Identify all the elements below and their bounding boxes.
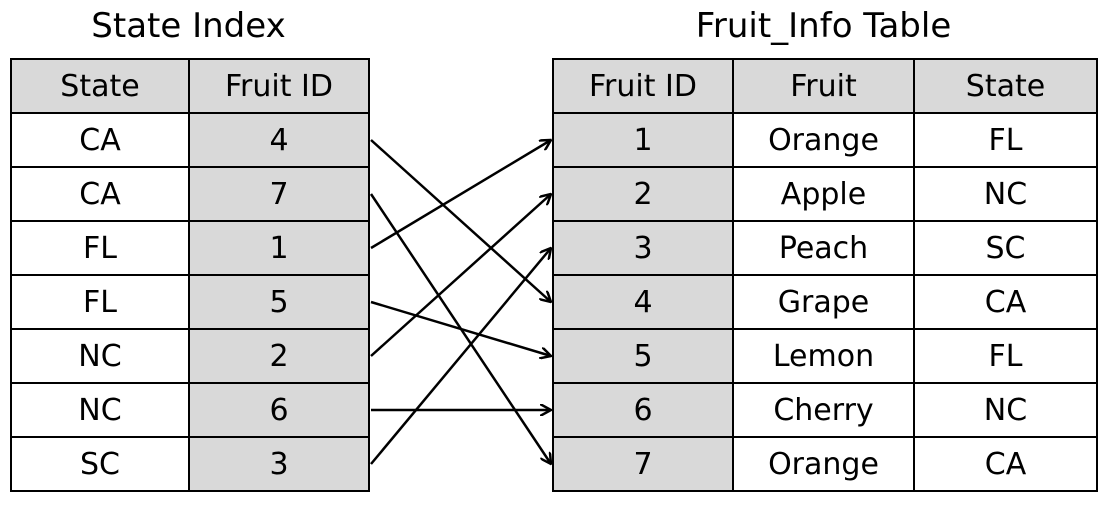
fruit-info-row: 7 Orange CA [552,436,1098,492]
state-index-row: FL 1 [10,220,370,276]
state-cell: CA [913,436,1098,492]
fruit-cell: Grape [732,274,915,330]
fruit-cell: Cherry [732,382,915,438]
fruit-id-cell: 2 [188,328,370,384]
pointer-arrow [369,193,551,464]
fruit-cell: Peach [732,220,915,276]
fruit-info-table: Fruit ID Fruit State 1 Orange FL 2 Apple… [552,58,1098,492]
fruit-id-cell: 1 [552,112,734,168]
pointer-arrow [370,300,551,356]
state-index-row: NC 2 [10,328,370,384]
fruit-cell: Lemon [732,328,915,384]
state-column-header: State [913,58,1098,114]
state-cell: NC [913,382,1098,438]
fruit-id-cell: 7 [552,436,734,492]
fruit-info-row: 6 Cherry NC [552,382,1098,438]
fruit-id-cell: 5 [552,328,734,384]
fruit-id-column-header: Fruit ID [188,58,370,114]
fruit-id-cell: 6 [552,382,734,438]
state-cell: FL [10,274,190,330]
fruit-id-cell: 7 [188,166,370,222]
fruit-id-column-header: Fruit ID [552,58,734,114]
fruit-cell: Orange [732,436,915,492]
fruit-info-header-row: Fruit ID Fruit State [552,58,1098,114]
state-cell: FL [913,112,1098,168]
fruit-id-cell: 1 [188,220,370,276]
fruit-cell: Apple [732,166,915,222]
fruit-id-cell: 3 [188,436,370,492]
state-cell: NC [10,382,190,438]
state-index-table: State Fruit ID CA 4 CA 7 FL 1 FL 5 NC 2 … [10,58,370,492]
pointer-arrow [370,194,551,357]
fruit-info-row: 1 Orange FL [552,112,1098,168]
state-cell: FL [10,220,190,276]
fruit-id-cell: 2 [552,166,734,222]
state-cell: CA [913,274,1098,330]
state-index-caption: State Index [91,6,286,46]
state-cell: NC [913,166,1098,222]
state-index-header-row: State Fruit ID [10,58,370,114]
fruit-info-caption: Fruit_Info Table [695,6,952,46]
state-cell: FL [913,328,1098,384]
fruit-info-row: 3 Peach SC [552,220,1098,276]
state-index-row: SC 3 [10,436,370,492]
state-index-row: CA 7 [10,166,370,222]
fruit-info-row: 4 Grape CA [552,274,1098,330]
state-index-row: NC 6 [10,382,370,438]
fruit-column-header: Fruit [732,58,915,114]
state-column-header: State [10,58,190,114]
fruit-info-row: 2 Apple NC [552,166,1098,222]
fruit-cell: Orange [732,112,915,168]
fruit-id-cell: 5 [188,274,370,330]
state-index-row: CA 4 [10,112,370,168]
fruit-id-cell: 3 [552,220,734,276]
state-cell: SC [10,436,190,492]
state-cell: SC [913,220,1098,276]
state-cell: CA [10,166,190,222]
state-index-row: FL 5 [10,274,370,330]
fruit-id-cell: 6 [188,382,370,438]
fruit-id-cell: 4 [188,112,370,168]
pointer-arrow [370,140,551,250]
state-cell: CA [10,112,190,168]
pointer-arrow [370,139,551,302]
pointer-arrow [370,248,551,465]
fruit-info-row: 5 Lemon FL [552,328,1098,384]
state-cell: NC [10,328,190,384]
fruit-id-cell: 4 [552,274,734,330]
